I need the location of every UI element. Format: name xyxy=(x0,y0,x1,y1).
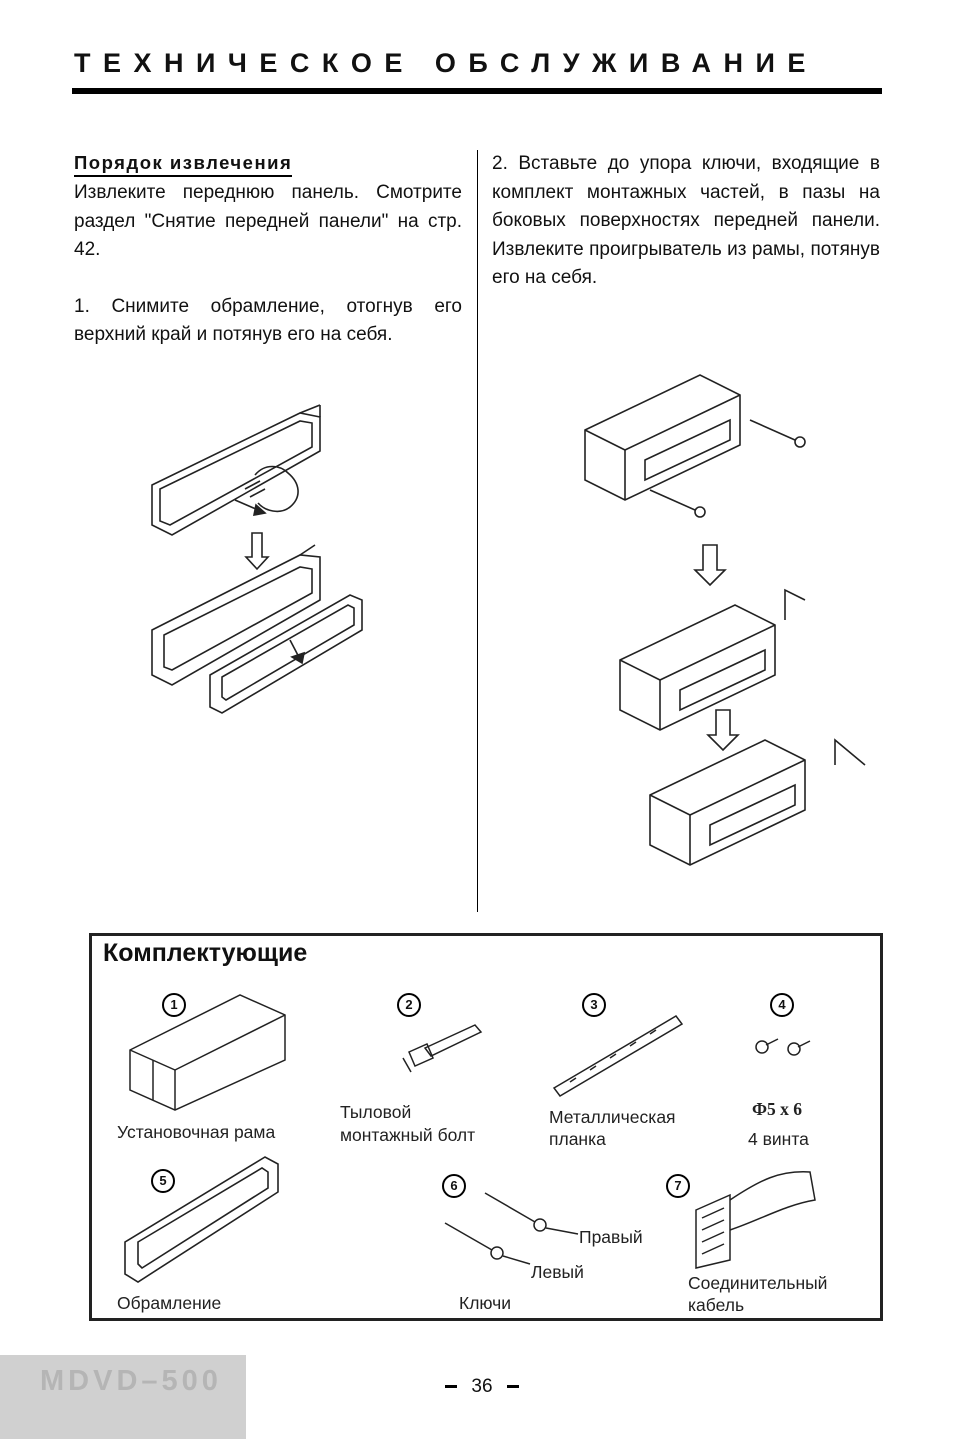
connector-cable-icon xyxy=(695,1171,816,1269)
item-4-spec: Ф5 x 6 xyxy=(752,1099,803,1119)
item-5-number: 5 xyxy=(151,1169,175,1193)
keys-icon xyxy=(444,1192,579,1265)
item-3-label-line1: Металлическая xyxy=(549,1107,676,1127)
item-7-label-line1: Соединительный xyxy=(688,1273,828,1293)
model-name: MDVD–500 xyxy=(40,1365,222,1397)
item-2-label-line2: монтажный болт xyxy=(340,1125,476,1145)
item-4-label: 4 винта xyxy=(748,1129,809,1149)
dash-left xyxy=(445,1385,458,1389)
column-divider xyxy=(477,150,478,912)
left-column: Порядок извлечения Извлеките переднюю па… xyxy=(74,150,462,350)
trim-removal-illustration xyxy=(151,404,363,714)
rear-bolt-icon xyxy=(402,1024,483,1073)
item-1-number: 1 xyxy=(162,993,186,1017)
page-number-block: 36 xyxy=(440,1376,524,1398)
item-2-number: 2 xyxy=(397,993,421,1017)
left-key-label: Левый xyxy=(531,1262,584,1282)
intro-paragraph: Извлеките переднюю панель. Смотрите разд… xyxy=(74,182,462,260)
item-3-number: 3 xyxy=(582,993,606,1017)
item-1-label: Установочная рама xyxy=(117,1122,276,1142)
page-number: 36 xyxy=(471,1376,493,1397)
trim-frame-icon xyxy=(124,1156,279,1283)
screws-icon xyxy=(755,1038,811,1056)
page-title: ТЕХНИЧЕСКОЕ ОБСЛУЖИВАНИЕ xyxy=(74,48,818,78)
right-key-label: Правый xyxy=(579,1227,643,1247)
item-7-label-line2: кабель xyxy=(688,1295,745,1315)
accessories-box xyxy=(89,933,883,1321)
metal-strap-icon xyxy=(552,1015,684,1097)
right-column: 2. Вставьте до упора ключи, входящие в к… xyxy=(492,150,880,293)
step-1-paragraph: 1. Снимите обрамление, отогнув его верхн… xyxy=(74,295,462,346)
item-7-number: 7 xyxy=(666,1174,690,1198)
item-4-number: 4 xyxy=(770,993,794,1017)
item-2-label-line1: Тыловой xyxy=(340,1102,412,1122)
player-extraction-illustration xyxy=(584,374,866,866)
dash-right xyxy=(506,1385,519,1389)
item-6-label: Ключи xyxy=(459,1293,512,1313)
header-rule xyxy=(72,88,882,94)
footer-model-tab xyxy=(0,1355,246,1439)
step-2-paragraph: 2. Вставьте до упора ключи, входящие в к… xyxy=(492,153,880,288)
section-subheading: Порядок извлечения xyxy=(74,151,293,177)
item-3-label-line2: планка xyxy=(549,1129,606,1149)
mounting-frame-icon xyxy=(129,994,286,1111)
accessories-title: Комплектующие xyxy=(103,939,308,967)
item-5-label: Обрамление xyxy=(117,1293,222,1313)
item-6-number: 6 xyxy=(442,1174,466,1198)
